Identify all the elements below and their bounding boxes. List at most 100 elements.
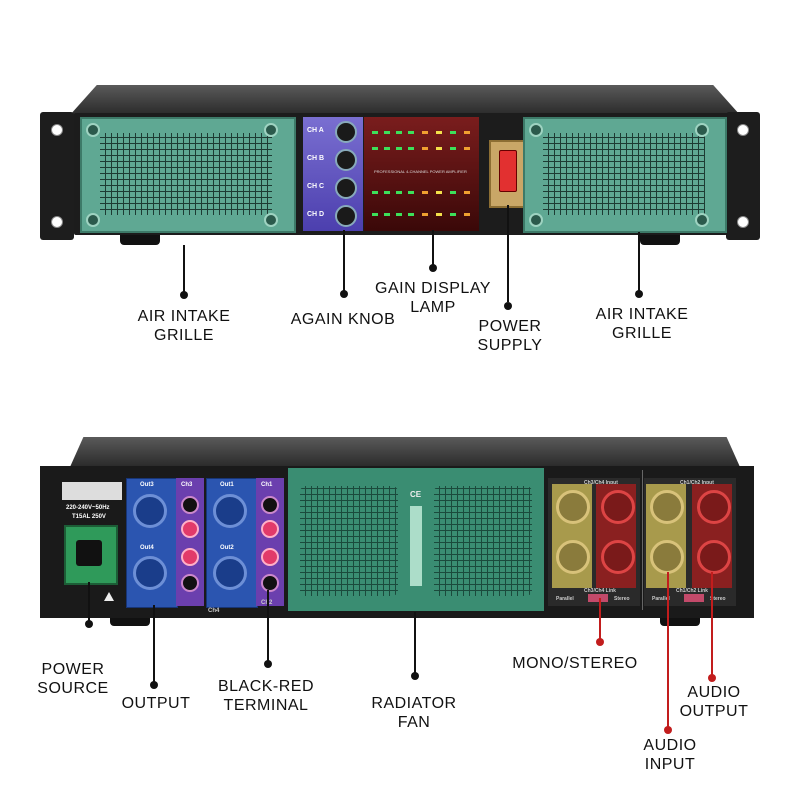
xlr-output-red[interactable] [601,540,635,574]
speakon-output-out1[interactable] [213,494,247,528]
output-label-out2: Out2 [220,545,234,551]
rack-hole [51,216,63,228]
binding-post-red[interactable] [261,520,279,538]
xlr-input-gold[interactable] [556,490,590,524]
mono-stereo-switch-ch3-ch4[interactable] [588,594,608,602]
mode-label-parallel: Parallel [556,596,574,602]
speakon-output-out2[interactable] [213,556,247,590]
binding-post-black[interactable] [261,496,279,514]
led-orange [422,147,428,150]
gain-knob-ch-c[interactable] [335,177,357,199]
callout-line [267,590,269,662]
callout-again-knob: AGAIN KNOB [290,311,396,328]
callout-output: OUTPUT [121,695,191,712]
fan-grille-left [300,486,398,596]
speakon-output-out3[interactable] [133,494,167,528]
gain-knob-ch-b[interactable] [335,149,357,171]
callout-black-red-terminal: BLACK-RED TERMINAL [217,678,315,714]
xlr-input-gold[interactable] [556,540,590,574]
binding-post-red[interactable] [181,520,199,538]
led-orange [422,131,428,134]
speakon-output-out4[interactable] [133,556,167,590]
gain-knob-ch-a[interactable] [335,121,357,143]
callout-line [183,245,185,295]
screw-icon [695,123,709,137]
ce-mark: CE [410,490,422,499]
xlr-output-red[interactable] [697,490,731,524]
led-green [408,147,414,150]
callout-dot-red [664,726,672,734]
output-label-out4: Out4 [140,545,154,551]
callout-dot [264,660,272,668]
led-green [372,131,378,134]
callout-radiator-fan: RADIATOR FAN [371,695,457,731]
fan-grille-right [434,486,532,596]
radiator-fan-panel: CE [288,468,544,611]
callout-dot [504,302,512,310]
binding-post-red[interactable] [181,548,199,566]
xlr-input-gold[interactable] [650,540,684,574]
led-green [450,131,456,134]
xlr-input-gold[interactable] [650,490,684,524]
mode-label-stereo: Stereo [614,596,630,602]
screw-icon [264,123,278,137]
grille-mesh [543,133,705,215]
led-green [384,191,390,194]
warning-triangle-icon [104,592,114,601]
callout-line [88,582,90,622]
led-orange [422,213,428,216]
binding-post-black[interactable] [181,574,199,592]
led-orange [464,191,470,194]
callout-dot [635,290,643,298]
screw-icon [86,213,100,227]
binding-post-black[interactable] [261,574,279,592]
binding-post-black[interactable] [181,496,199,514]
led-yellow [436,213,442,216]
certification-labels [410,506,422,586]
panel-divider [642,470,643,610]
terminal-label-ch1: Ch1 [261,482,273,488]
callout-line [507,205,509,302]
led-green [372,213,378,216]
led-green [396,147,402,150]
callout-dot [180,291,188,299]
led-green [396,191,402,194]
callout-line [638,232,640,292]
knob-label-ch-a: CH A [307,127,324,134]
link-label-ch3-ch4: Ch3/Ch4 Link [584,588,616,594]
led-green [396,213,402,216]
screw-icon [529,123,543,137]
callout-audio-input: AUDIO INPUT [643,737,697,773]
grille-mesh [100,133,272,215]
led-green [450,147,456,150]
led-green [384,147,390,150]
rubber-foot [660,618,700,626]
led-green [450,213,456,216]
callout-line [414,612,416,674]
binding-post-red[interactable] [261,548,279,566]
mono-stereo-switch-ch1-ch2[interactable] [684,594,704,602]
output-label-out3: Out3 [140,482,154,488]
input-header-ch1-ch2: Ch1/Ch2 Input [680,480,714,486]
link-label-ch1-ch2: Ch1/Ch2 Link [676,588,708,594]
callout-dot [340,290,348,298]
terminal-label-ch3: Ch3 [181,482,193,488]
terminal-label-ch2: Ch2 [261,600,272,606]
callout-power-source: POWER SOURCE [37,661,109,697]
led-yellow [436,191,442,194]
gain-knob-ch-d[interactable] [335,205,357,227]
callout-gain-display-lamp: GAIN DISPLAY LAMP [375,280,491,316]
warning-label [62,482,122,500]
power-switch[interactable] [499,150,517,192]
callout-line-red [667,572,669,728]
xlr-output-red[interactable] [697,540,731,574]
callout-air-intake-grille-right: AIR INTAKE GRILLE [595,306,689,342]
xlr-output-red[interactable] [601,490,635,524]
led-green [384,213,390,216]
led-orange [464,147,470,150]
callout-audio-output: AUDIO OUTPUT [679,684,749,720]
rubber-foot [120,235,160,245]
rack-ear-right [726,112,760,240]
rack-ear-left [40,112,74,240]
air-intake-grille-right [523,117,727,233]
